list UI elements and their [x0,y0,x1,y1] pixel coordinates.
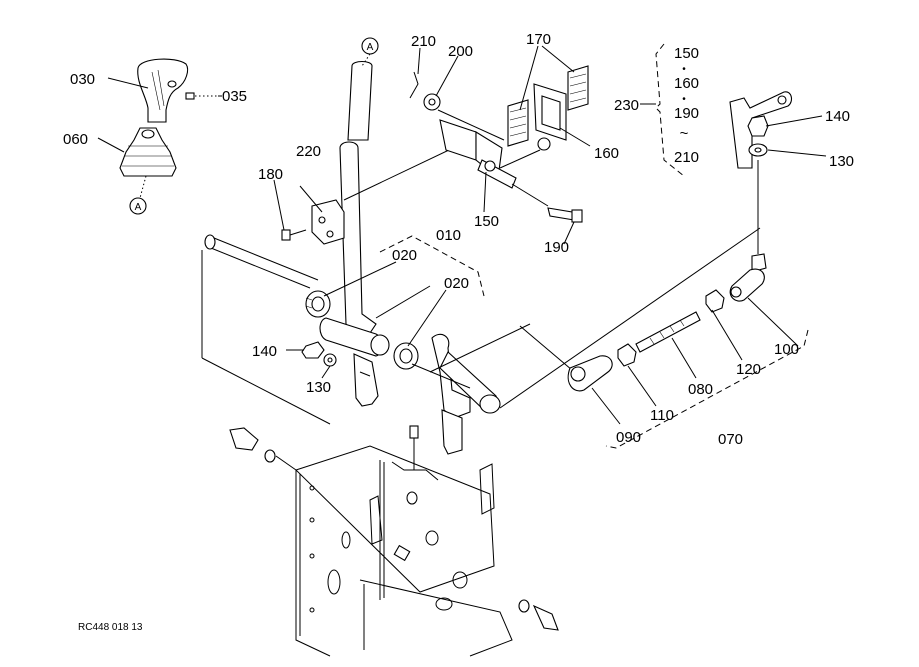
lever-lower-plate [353,353,379,407]
label-070: 070 [718,431,743,448]
group-230-list: 230 150 • 160 • 190 ~ 210 [614,45,699,166]
label-010: 010 [436,227,461,244]
label-140-left: 140 [252,343,277,360]
label-120: 120 [736,361,761,378]
bracket-150 [439,119,517,189]
label-060: 060 [63,131,88,148]
ball-joint-100 [729,253,767,302]
bolt-180 [281,229,307,241]
label-210: 210 [411,33,436,50]
group-230-item-190: 190 [674,105,699,122]
label-160: 160 [594,145,619,162]
bushing-020-left [305,290,331,318]
group-010-bracket [379,235,485,297]
bolt-frame-left [229,427,297,471]
bolt-190 [547,207,583,223]
group-230-bracket [655,43,685,177]
svg-text:~: ~ [680,125,689,142]
label-080: 080 [688,381,713,398]
group-230-item-210: 210 [674,149,699,166]
pin-210 [409,71,419,99]
switch-pad-170-right [567,65,589,111]
label-150: 150 [474,213,499,230]
label-090: 090 [616,429,641,446]
group-070-bracket [605,329,809,449]
pin-frame-top [409,425,419,470]
label-180: 180 [258,166,283,183]
label-230: 230 [614,97,639,114]
label-190: 190 [544,239,569,256]
mounting-frame [295,445,513,657]
selector-arm-lower [431,333,501,455]
label-020-left: 020 [392,247,417,264]
label-100: 100 [774,341,799,358]
nut-110 [617,343,637,367]
nut-140-left [301,341,325,359]
washer-200 [423,93,441,111]
shift-knob-030 [137,58,189,123]
group-230-item-160: 160 [674,75,699,92]
label-200: 200 [448,43,473,60]
shift-lever-upper [339,60,377,343]
label-130-left: 130 [306,379,331,396]
label-020-right: 020 [444,275,469,292]
switch-pad-170-left [507,99,529,147]
label-030: 030 [70,71,95,88]
washer-130-left [323,353,337,367]
lever-pivot-tube [319,317,390,357]
nut-140-right [747,115,769,137]
nut-120 [705,289,725,313]
label-220: 220 [296,143,321,160]
bolt-frame-right [518,599,559,631]
group-230-item-150: 150 [674,45,699,62]
label-110: 110 [650,407,674,424]
label-140-right: 140 [825,108,850,125]
callout-a-left: A [129,197,147,215]
ball-joint-090 [567,355,613,392]
label-035: 035 [222,88,247,105]
boot-060 [119,127,177,177]
svg-text:•: • [682,64,686,75]
label-130-right: 130 [829,153,854,170]
label-170: 170 [526,31,551,48]
svg-text:A: A [367,42,374,53]
svg-text:A: A [135,202,142,213]
bushing-020-right [393,342,419,370]
leader-lines [97,45,827,425]
block-220 [311,199,345,245]
screw-035 [185,92,218,100]
washer-130-right [748,143,768,157]
callout-a-top: A [361,37,379,55]
switch-160 [533,83,567,151]
svg-text:•: • [682,94,686,105]
cross-shaft-pipe [201,234,331,425]
rod-080 [635,311,701,353]
reference-code: RC448 018 13 [78,622,143,633]
